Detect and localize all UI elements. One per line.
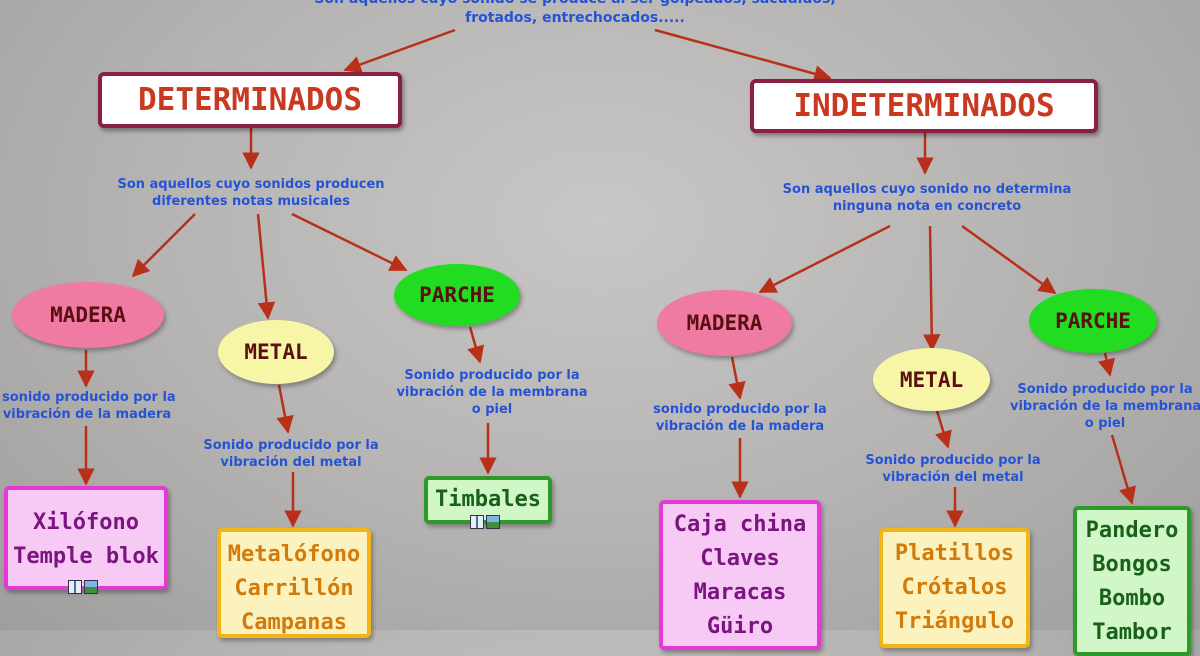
image-icon[interactable] [84,580,98,594]
ind-parche-description-line-2: vibración de la membrana [1010,399,1200,414]
instrument-item: Metalófono [227,542,361,567]
instrument-item: Güiro [706,614,774,639]
image-icon[interactable] [486,515,500,529]
det-metal-instruments: Metalófono Carrillón Campanas [217,528,371,638]
instrument-item: Timbales [435,487,541,512]
instrument-item: Temple blok [13,544,159,569]
instrument-item: Pandero [1085,518,1179,543]
indeterminados-description: Son aquellos cuyo sonido no determina ni… [752,181,1102,215]
arrow [276,384,294,434]
ind-parche-description-line-1: Sonido producido por la [1017,382,1193,397]
arrow [256,213,276,320]
ind-metal-description-line-1: Sonido producido por la [865,453,1041,468]
ind-madera-description-line-1: sonido producido por la [653,402,827,417]
det-parche-description-line-2: vibración de la membrana [396,385,588,400]
indeterminados-description-line-2: ninguna nota en concreto [832,199,1022,214]
instrument-item: Caja china [673,512,807,537]
arrow [343,28,456,73]
arrow [654,28,832,83]
instrument-item: Campanas [241,610,347,635]
instrument-item: Triángulo [894,609,1015,634]
speaker-icon[interactable] [470,515,484,529]
arrow [728,356,746,400]
ind-parche-label: PARCHE [1055,309,1131,333]
arrow [131,213,196,278]
det-madera-node: MADERA [12,282,164,348]
ind-madera-label: MADERA [686,311,763,335]
instrument-item: Crótalos [901,575,1008,600]
det-metal-label: METAL [244,340,308,364]
arrow [922,225,941,352]
category-indeterminados-title: INDETERMINADOS [793,88,1055,124]
det-metal-description-line-2: vibración del metal [220,455,362,470]
det-metal-description: Sonido producido por la vibración del me… [198,437,384,471]
category-determinados-title: DETERMINADOS [138,82,362,118]
det-parche-description-line-3: o piel [471,402,513,417]
ind-parche-instruments: Pandero Bongos Bombo Tambor [1073,506,1191,656]
ind-parche-description: Sonido producido por la vibración de la … [1010,381,1200,432]
arrow [758,224,891,294]
det-madera-label: MADERA [50,303,126,327]
ind-metal-instruments: Platillos Crótalos Triángulo [879,528,1030,648]
arrow [1110,434,1136,505]
instrument-item: Platillos [894,541,1015,566]
root-description-line-1: Son aquellos cuyo sonido se produce al s… [270,0,880,9]
instrument-item: Claves [700,546,780,571]
ind-metal-description-line-2: vibración del metal [882,470,1024,485]
det-parche-description: Sonido producido por la vibración de la … [392,367,592,418]
ind-metal-node: METAL [873,348,990,411]
connector-arrows [77,28,1136,528]
speaker-icon[interactable] [68,580,82,594]
det-parche-instruments: Timbales [424,476,552,524]
det-madera-description-line-1: sonido producido por la [2,390,176,405]
ind-metal-description: Sonido producido por la vibración del me… [862,452,1044,486]
det-madera-description: sonido producido por la vibración de la … [2,389,176,423]
ind-madera-instruments: Caja china Claves Maracas Güiro [659,500,821,650]
arrow [291,212,408,272]
determinados-description-line-1: Son aquellos cuyo sonidos producen [117,177,385,192]
arrow [467,326,485,364]
det-metal-description-line-1: Sonido producido por la [203,438,379,453]
det-madera-instruments: Xilófono Temple blok [4,486,168,590]
category-determinados: DETERMINADOS [98,72,402,128]
category-indeterminados: INDETERMINADOS [750,79,1098,133]
ind-madera-description: sonido producido por la vibración de la … [650,401,830,435]
ind-parche-node: PARCHE [1029,289,1157,353]
arrow [935,410,952,449]
det-madera-description-line-2: vibración de la madera [2,407,172,422]
det-parche-description-line-1: Sonido producido por la [404,368,580,383]
root-description-line-2: frotados, entrechocados..... [465,10,685,26]
instrument-item: Bongos [1092,552,1172,577]
ind-madera-node: MADERA [657,290,792,356]
instrument-item: Xilófono [33,510,139,535]
root-description: Son aquellos cuyo sonido se produce al s… [270,0,880,28]
det-madera-media[interactable] [68,580,98,594]
arrow [961,224,1057,295]
arrow [1097,352,1116,377]
instrument-item: Bombo [1098,586,1166,611]
instrument-item: Carrillón [234,576,354,601]
ind-metal-label: METAL [899,367,964,392]
det-parche-media[interactable] [470,515,500,529]
det-parche-node: PARCHE [394,264,520,326]
ind-parche-description-line-3: o piel [1084,416,1126,431]
det-parche-label: PARCHE [419,283,495,307]
determinados-description: Son aquellos cuyo sonidos producen difer… [90,176,412,210]
instrument-item: Tambor [1092,620,1172,645]
det-metal-node: METAL [218,320,334,384]
instrument-item: Maracas [693,580,787,605]
ind-madera-description-line-2: vibración de la madera [655,419,825,434]
determinados-description-line-2: diferentes notas musicales [152,194,350,209]
indeterminados-description-line-1: Son aquellos cuyo sonido no determina [782,182,1072,197]
